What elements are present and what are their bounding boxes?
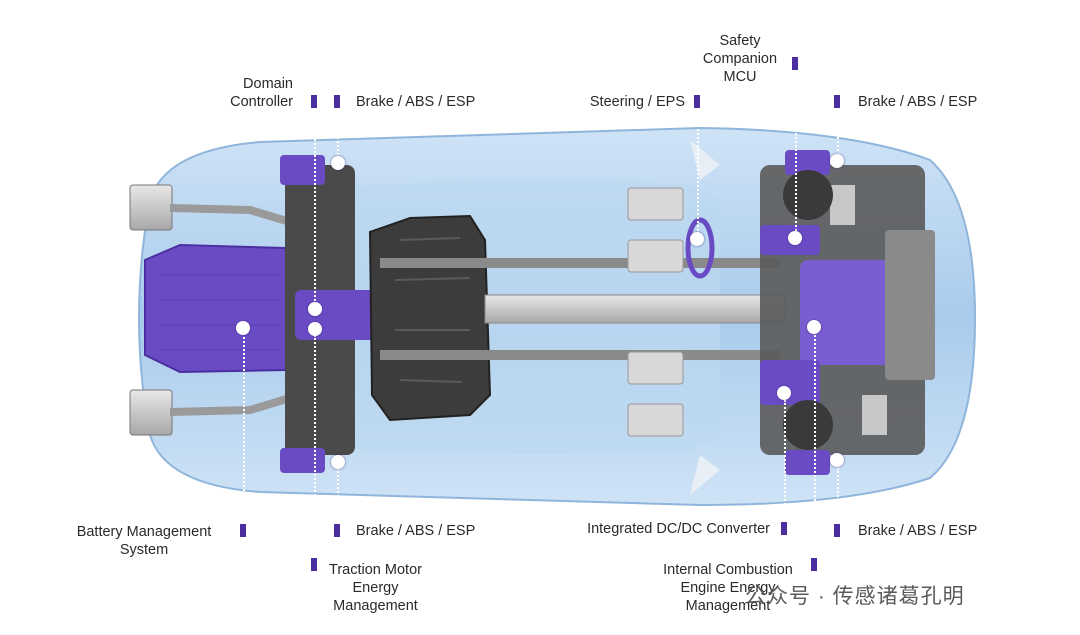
leader-line-safety-mcu [795, 70, 797, 238]
marker-brake-rl [334, 524, 340, 537]
marker-safety-mcu [792, 57, 798, 70]
leader-line-steering [697, 110, 699, 235]
marker-steering [694, 95, 700, 108]
marker-dcdc [781, 522, 787, 535]
rear-frame [129, 184, 302, 436]
battery-pack [144, 243, 301, 374]
dot-traction-motor [308, 322, 322, 336]
leader-line-bms [243, 332, 245, 527]
marker-brake-fr [834, 95, 840, 108]
leader-line-dcdc [784, 400, 786, 528]
dot-ice [807, 320, 821, 334]
label-brake-front-left: Brake / ABS / ESP [356, 94, 476, 110]
dot-brake-fr [830, 154, 844, 168]
leader-line-traction-motor [314, 335, 316, 563]
dot-safety-mcu [788, 231, 802, 245]
marker-traction-motor [311, 558, 317, 571]
leader-line-domain-controller [314, 108, 316, 308]
steering-wheel [685, 217, 715, 279]
leader-line-brake-fl [337, 108, 339, 163]
dot-brake-rr [830, 453, 844, 467]
dot-brake-fl [331, 156, 345, 170]
label-steering: Steering / EPS [589, 94, 685, 110]
marker-brake-rr [834, 524, 840, 537]
label-brake-rear-left: Brake / ABS / ESP [356, 523, 476, 539]
marker-brake-fl [334, 95, 340, 108]
leader-line-brake-rl [337, 468, 339, 528]
watermark: 公众号 · 传感诸葛孔明 [745, 585, 965, 608]
marker-ice [811, 558, 817, 571]
leader-line-brake-fr [837, 108, 839, 163]
fuel-tank [368, 214, 492, 422]
label-brake-rear-right: Brake / ABS / ESP [858, 523, 978, 539]
dot-domain-controller [308, 302, 322, 316]
seat-modules [627, 187, 684, 437]
dot-brake-rl [331, 455, 345, 469]
leader-line-brake-rr [837, 468, 839, 528]
dot-steering [690, 232, 704, 246]
dot-dcdc [777, 386, 791, 400]
label-dcdc: Integrated DC/DC Converter [587, 521, 770, 537]
driveshaft [380, 258, 786, 360]
leader-line-ice [814, 335, 816, 561]
label-brake-front-right: Brake / ABS / ESP [858, 94, 978, 110]
engine-bay [760, 165, 935, 455]
dot-bms [236, 321, 250, 335]
marker-domain-controller [311, 95, 317, 108]
marker-bms [240, 524, 246, 537]
